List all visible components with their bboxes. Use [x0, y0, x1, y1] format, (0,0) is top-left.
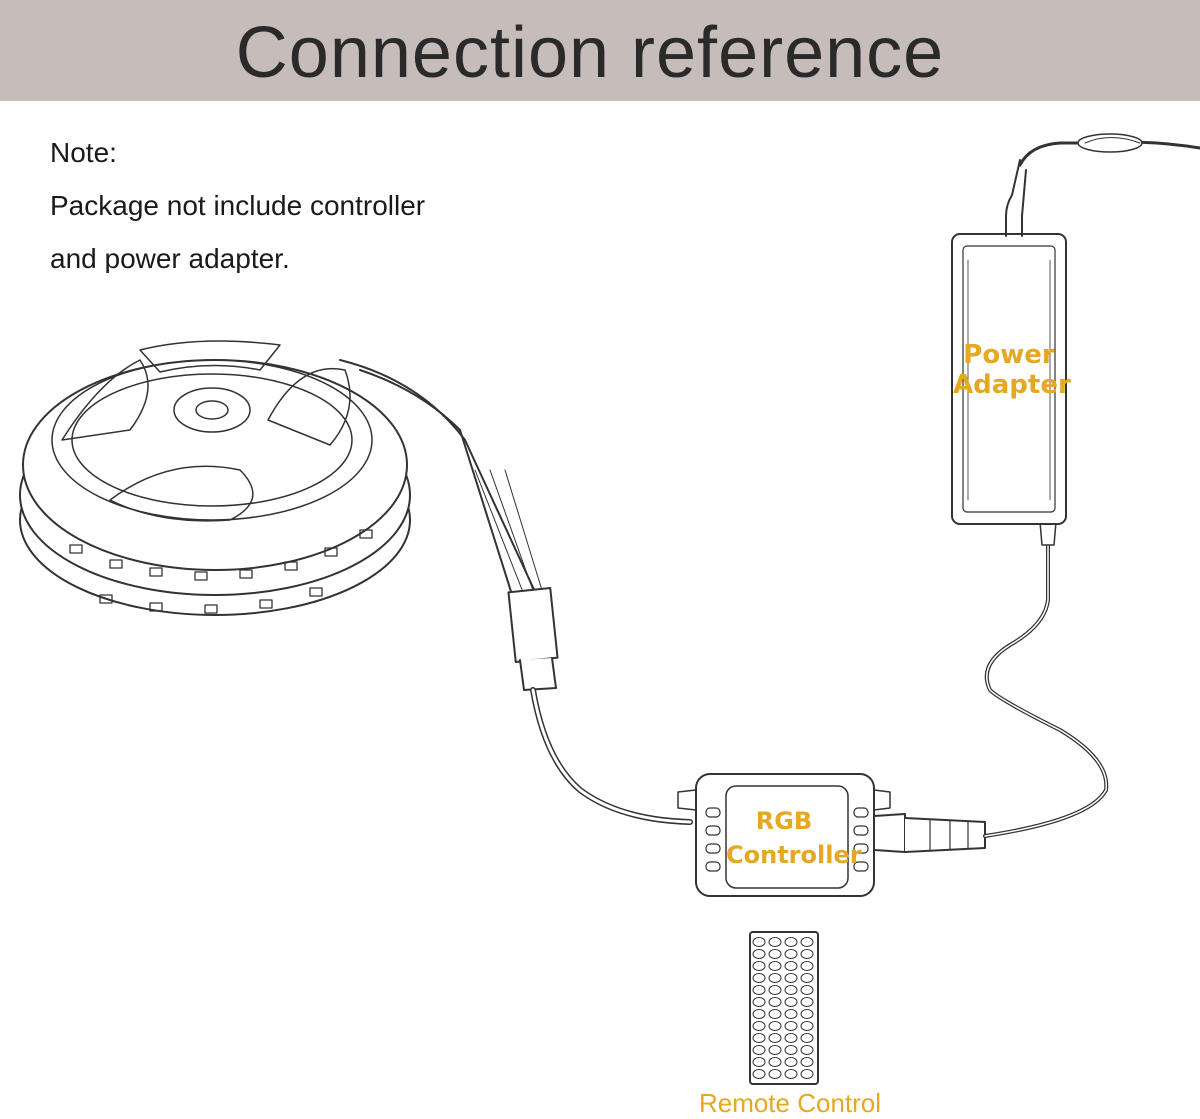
remote-button	[752, 1033, 766, 1043]
remote-button	[800, 949, 814, 959]
remote-button	[800, 985, 814, 995]
remote-button	[752, 985, 766, 995]
remote-button	[784, 1057, 798, 1067]
remote-control-label: Remote Control	[698, 1088, 882, 1118]
remote-button	[784, 973, 798, 983]
remote-button	[784, 985, 798, 995]
page-title: Connection reference	[235, 12, 945, 93]
remote-button	[768, 1045, 782, 1055]
remote-button	[800, 1069, 814, 1079]
remote-button	[752, 937, 766, 947]
remote-button	[800, 1009, 814, 1019]
remote-button	[768, 985, 782, 995]
remote-button	[784, 1033, 798, 1043]
remote-button	[784, 937, 798, 947]
power-adapter-label: Power Adapter	[953, 340, 1071, 400]
remote-button	[784, 997, 798, 1007]
remote-button	[800, 961, 814, 971]
led-strip-reel-icon	[19, 340, 466, 616]
remote-button	[784, 1045, 798, 1055]
rgb-controller-icon	[677, 773, 986, 897]
remote-button	[768, 949, 782, 959]
remote-control-icon	[749, 931, 819, 1085]
remote-button	[752, 973, 766, 983]
remote-button	[768, 1069, 782, 1079]
note-line-1: Package not include controller	[50, 190, 426, 221]
remote-button	[768, 1057, 782, 1067]
remote-button	[752, 1057, 766, 1067]
remote-button	[784, 949, 798, 959]
remote-button	[768, 1021, 782, 1031]
remote-button	[752, 997, 766, 1007]
note-line-2: and power adapter.	[50, 243, 290, 273]
remote-button	[752, 949, 766, 959]
remote-button	[752, 961, 766, 971]
rgb-controller-label-line-1: RGB	[755, 807, 813, 835]
remote-button	[784, 1009, 798, 1019]
remote-button	[800, 1021, 814, 1031]
remote-button	[800, 1045, 814, 1055]
power-adapter-label-line-1: Power	[963, 340, 1055, 370]
rgb-controller-label-line-2: Controller	[726, 841, 862, 869]
remote-button	[752, 1021, 766, 1031]
remote-button	[768, 1009, 782, 1019]
header-banner: Connection reference	[0, 0, 1200, 101]
remote-button	[800, 1057, 814, 1067]
remote-button	[768, 997, 782, 1007]
remote-button	[800, 1033, 814, 1043]
rgb-controller-label: RGB Controller	[726, 804, 862, 872]
remote-button	[784, 961, 798, 971]
remote-button	[768, 1033, 782, 1043]
remote-button	[752, 1069, 766, 1079]
remote-button	[800, 973, 814, 983]
note-heading: Note:	[50, 137, 117, 168]
remote-button	[768, 961, 782, 971]
remote-button	[768, 937, 782, 947]
remote-button	[800, 937, 814, 947]
remote-button	[800, 997, 814, 1007]
remote-button	[752, 1045, 766, 1055]
remote-button	[784, 1021, 798, 1031]
power-adapter-label-line-2: Adapter	[953, 370, 1071, 400]
remote-button	[768, 973, 782, 983]
power-adapter-icon	[951, 133, 1200, 525]
remote-button	[784, 1069, 798, 1079]
remote-button	[752, 1009, 766, 1019]
